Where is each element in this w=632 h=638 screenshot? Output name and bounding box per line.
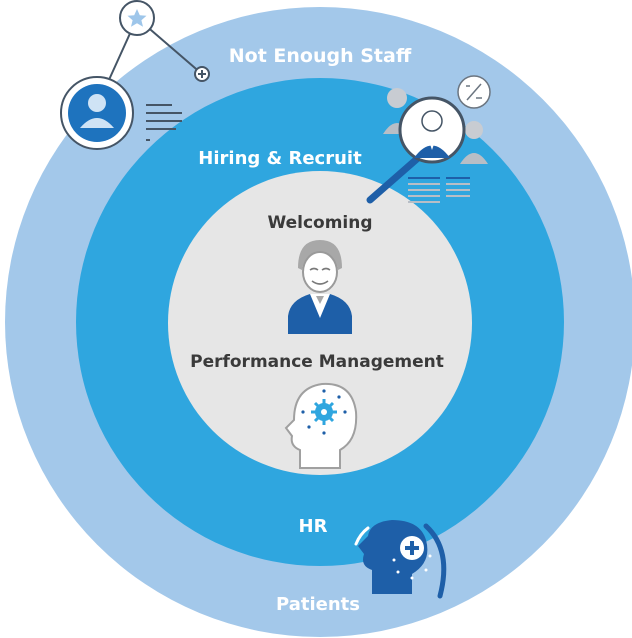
patients-label: Patients bbox=[276, 594, 360, 615]
user-profile-network-icon bbox=[60, 0, 210, 150]
candidate-search-icon bbox=[366, 75, 491, 204]
middle-ring-label: Hiring & Recruit bbox=[198, 148, 362, 169]
medical-head-icon bbox=[354, 520, 447, 599]
hr-label: HR bbox=[299, 516, 328, 537]
outer-ring-label: Not Enough Staff bbox=[229, 45, 412, 67]
performance-management-label: Performance Management bbox=[190, 352, 444, 372]
welcoming-label: Welcoming bbox=[267, 213, 372, 233]
head-gear-icon bbox=[284, 382, 358, 469]
employee-avatar-icon bbox=[288, 240, 352, 334]
